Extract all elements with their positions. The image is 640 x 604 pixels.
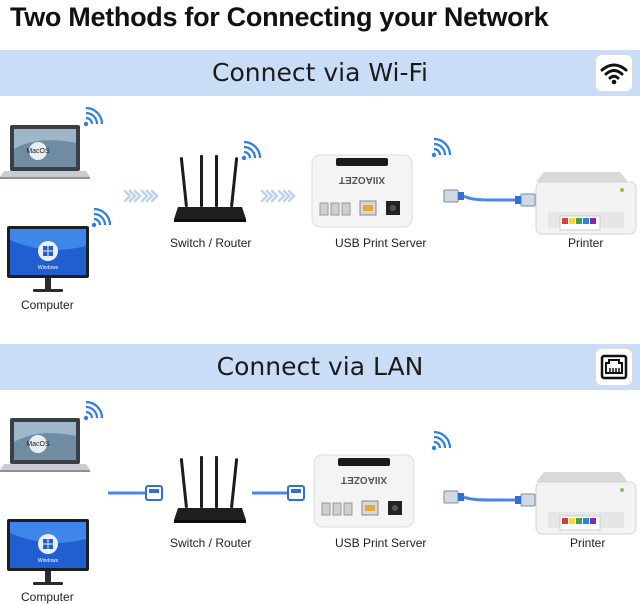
lan-computer <box>7 519 89 585</box>
wifi-signal-icon <box>430 137 452 159</box>
lan-router <box>174 456 246 523</box>
printer-label: Printer <box>570 536 606 550</box>
wifi-laptop <box>0 125 90 179</box>
computer-label: Computer <box>21 298 74 312</box>
wifi-icon <box>596 55 632 91</box>
usb-cable <box>443 490 536 507</box>
print-server-label: USB Print Server <box>335 236 427 250</box>
wifi-section-heading: Connect via Wi-Fi <box>212 58 428 87</box>
wifi-signal-icon <box>90 207 112 229</box>
computer-label: Computer <box>21 590 74 604</box>
lan-print-server <box>313 454 415 528</box>
lan-printer <box>535 471 637 535</box>
wifi-section-banner: Connect via Wi-Fi <box>0 50 640 96</box>
wifi-print-server <box>311 154 413 228</box>
wifi-signal-icon <box>430 430 452 452</box>
router-label: Switch / Router <box>170 236 252 250</box>
wifi-signal-icon <box>240 140 262 162</box>
wifi-signal-icon <box>82 400 104 422</box>
lan-section-banner: Connect via LAN <box>0 344 640 390</box>
ethernet-cable <box>108 485 163 501</box>
router-label: Switch / Router <box>170 536 252 550</box>
lan-section-heading: Connect via LAN <box>216 352 424 381</box>
ethernet-port-icon <box>596 349 632 385</box>
printer-label: Printer <box>568 236 604 250</box>
wifi-signal-icon <box>82 106 104 128</box>
wifi-router <box>174 155 246 222</box>
chevron-arrows-icon <box>260 189 296 203</box>
wifi-computer <box>7 226 89 292</box>
print-server-label: USB Print Server <box>335 536 427 550</box>
lan-laptop <box>0 418 90 472</box>
chevron-arrows-icon <box>123 189 159 203</box>
usb-cable <box>443 189 536 207</box>
ethernet-cable <box>252 485 305 501</box>
page-title: Two Methods for Connecting your Network <box>10 2 549 32</box>
wifi-printer <box>535 171 637 235</box>
